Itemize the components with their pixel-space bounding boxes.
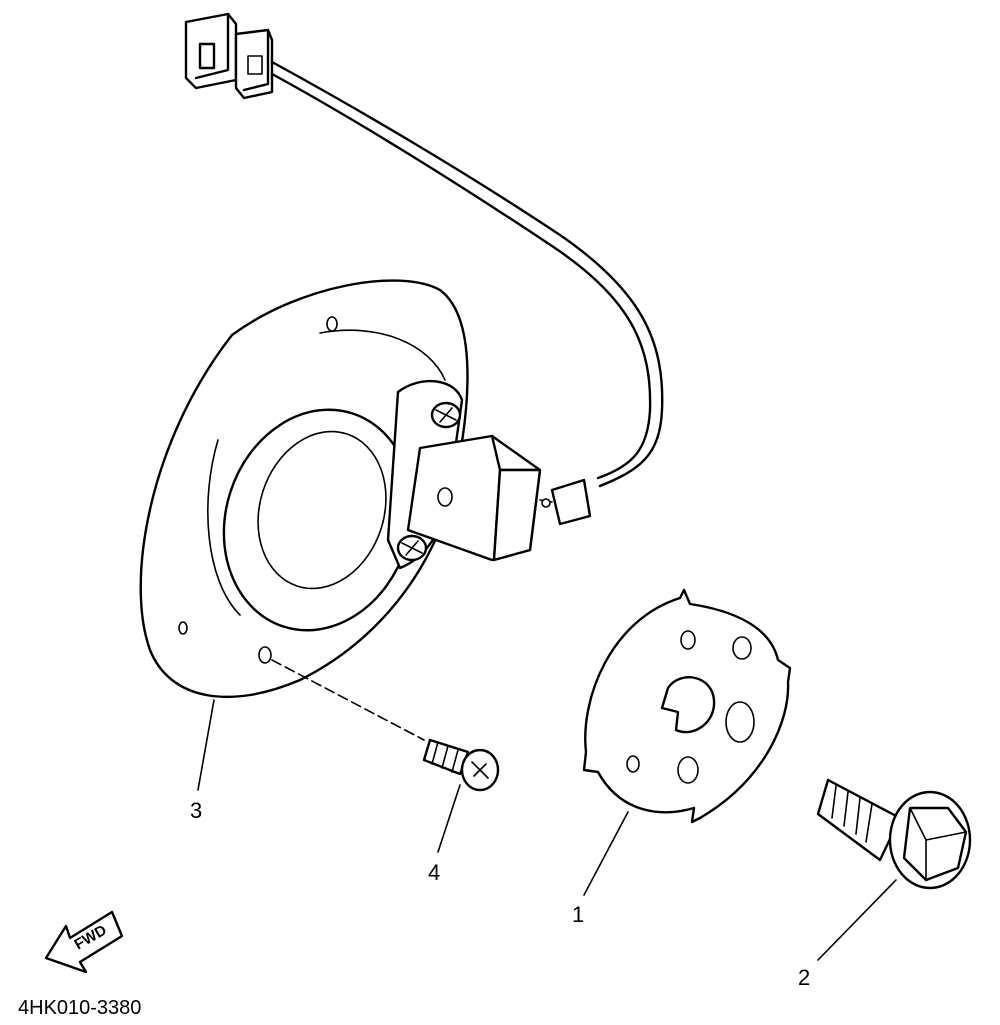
assembly-line [271,659,425,741]
screw [422,738,500,792]
flange-bolt [816,778,972,890]
callout-1: 1 [572,902,584,927]
figure-code: 4HK010-3380 [18,997,141,1019]
pickup-base-plate [139,279,469,699]
callout-2: 2 [798,965,810,990]
sensor-wire [270,60,664,488]
timing-plate [582,588,792,824]
callout-3: 3 [190,798,202,823]
pickup-sensor [396,401,592,562]
leader-lines [197,699,897,961]
wire-connector [184,12,274,100]
callout-4: 4 [428,860,440,885]
fwd-arrow-icon: FWD [44,910,124,974]
